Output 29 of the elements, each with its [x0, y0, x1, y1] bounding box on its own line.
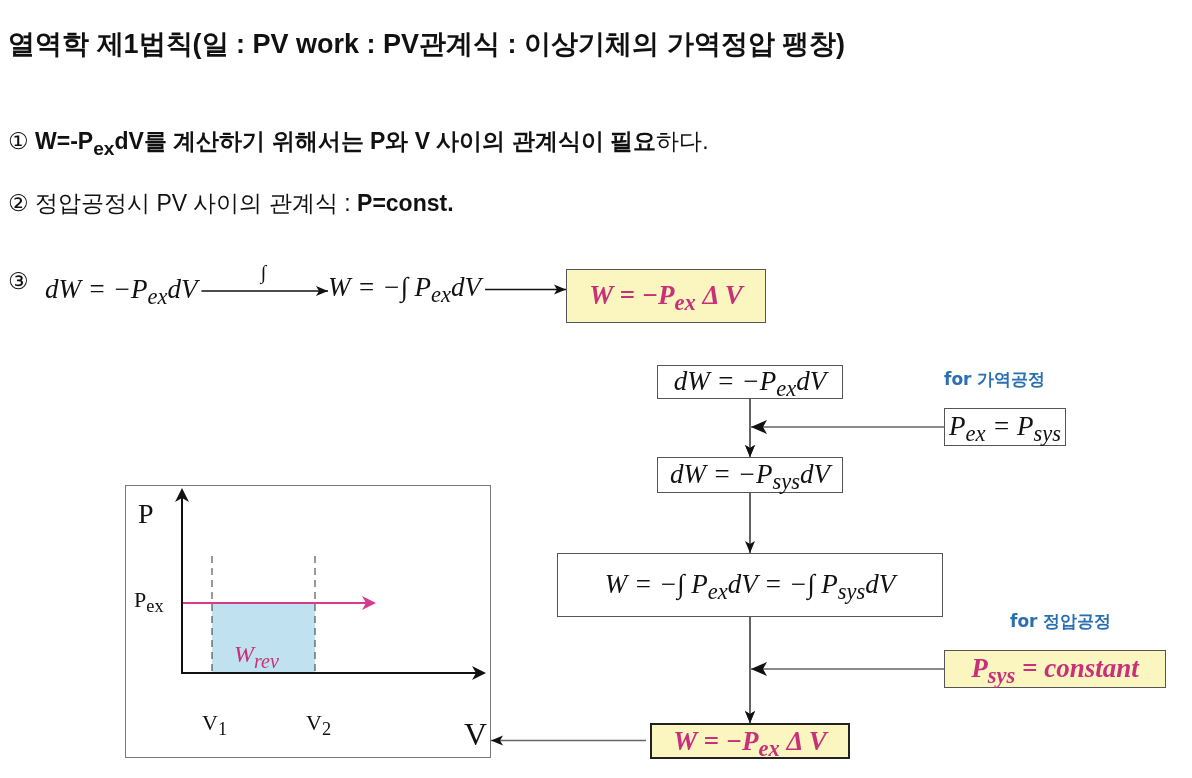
result-box: P$_{sys}$ = constant: [944, 650, 1166, 688]
graph-frame: [125, 485, 491, 758]
arrow: [490, 735, 647, 746]
arrow: [745, 662, 945, 724]
arrow: [745, 420, 945, 458]
arrow: [745, 492, 755, 554]
formula-box: P$_{ex}$ = P$_{sys}$: [944, 408, 1066, 446]
title: 열역학 제1법칙(일 : PV work : PV관계식 : 이상기체의 가역정압 팽창): [8, 28, 846, 61]
statement-text: ② 정압공정시 PV 사이의 관계식 : P=const.: [8, 189, 454, 218]
axis-label: V: [464, 718, 488, 750]
axis-label: P: [138, 500, 154, 528]
formula-box: dW = −P$_{ex}$dV: [657, 365, 843, 399]
formula: dW = −P$_{ex}$dV: [45, 272, 198, 310]
axis-label: P$_{ex}$: [134, 589, 164, 616]
axis-label: V$_{2}$: [306, 712, 332, 739]
statement-text: ① W=-P$_{ex}$dV를 계산하기 위해서는 P와 V 사이의 관계식이 필요하다.: [8, 127, 709, 160]
formula: W = −∫ P$_{ex}$dV: [328, 268, 482, 310]
arrow: [484, 284, 567, 295]
edge-label: ∫: [258, 261, 269, 284]
area-label: W$_{rev}$: [234, 642, 279, 671]
step-number: ③: [8, 268, 29, 295]
arrow: [200, 286, 329, 296]
result-box: W = −P$_{ex}$ Δ V: [650, 723, 850, 759]
formula-box: dW = −P$_{sys}$dV: [657, 457, 843, 493]
annotation-text: for 가역공정: [944, 368, 1046, 391]
formula-box: W = −∫ P$_{ex}$dV = −∫ P$_{sys}$dV: [557, 553, 943, 617]
axis-label: V$_{1}$: [202, 712, 228, 739]
annotation-text: for 정압공정: [1010, 610, 1112, 633]
result-box: W = −P$_{ex}$ Δ V: [566, 269, 766, 323]
